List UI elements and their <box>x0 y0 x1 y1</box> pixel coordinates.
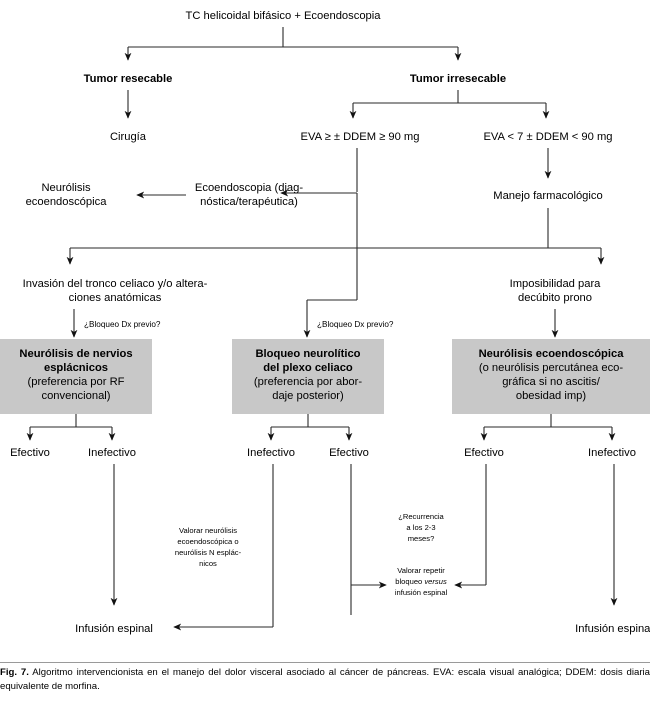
box-right-line1: Neurólisis ecoendoscópica <box>479 348 625 360</box>
node-imposibilidad-line1: Imposibilidad para <box>510 278 602 290</box>
outcome-left-a: Efectivo <box>10 447 50 459</box>
figure-caption-text: Algoritmo intervencionista en el manejo … <box>0 667 650 692</box>
node-imposibilidad-line2: decúbito prono <box>518 292 592 304</box>
valorar-repetir-line1: Valorar repetir <box>397 566 445 575</box>
label-bloqueo-dx-mid: ¿Bloqueo Dx previo? <box>317 320 394 329</box>
node-tumor-resecable-label: Tumor resecable <box>84 73 173 85</box>
valorar-neurolisis-line3: neurólisis N esplác- <box>175 548 242 557</box>
box-left-line1: Neurólisis de nervios <box>19 348 132 360</box>
node-eva-bajo-label: EVA < 7 ± DDEM < 90 mg <box>483 131 612 143</box>
label-bloqueo-dx-left: ¿Bloqueo Dx previo? <box>84 320 161 329</box>
box-right-shape <box>452 339 650 414</box>
node-manejo-farmacologico-label: Manejo farmacológico <box>493 190 602 202</box>
box-left-shape <box>0 339 152 414</box>
recurrencia-line1: ¿Recurrencia <box>398 512 444 521</box>
outcome-right-a: Efectivo <box>464 447 504 459</box>
outcome-right-b: Inefectivo <box>588 447 636 459</box>
box-left-line2: esplácnicos <box>44 362 108 374</box>
box-right-line4: obesidad imp) <box>516 390 587 402</box>
valorar-neurolisis-line2: ecoendoscópica o <box>177 537 238 546</box>
box-mid-line4: daje posterior) <box>272 390 344 402</box>
node-infusion-espinal-left: Infusión espinal <box>75 623 153 635</box>
recurrencia-line3: meses? <box>408 534 435 543</box>
box-left-line4: convencional) <box>41 390 110 402</box>
figure-caption: Fig. 7. Algoritmo intervencionista en el… <box>0 666 650 693</box>
box-right-line3: gráfica si no ascitis/ <box>502 376 601 388</box>
node-neurolisis-eco-line1: Neurólisis <box>41 182 91 194</box>
valorar-neurolisis-line4: nicos <box>199 559 217 568</box>
box-mid-shape <box>232 339 384 414</box>
valorar-neurolisis-line1: Valorar neurólisis <box>179 526 237 535</box>
node-ecoendoscopia-line1: Ecoendoscopia (diag- <box>195 182 303 194</box>
figure-number: Fig. 7. <box>0 667 29 678</box>
box-left-line3: (preferencia por RF <box>28 376 125 388</box>
outcome-mid-a: Inefectivo <box>247 447 295 459</box>
node-cirugia-label: Cirugía <box>110 131 147 143</box>
outcome-left-b: Inefectivo <box>88 447 136 459</box>
box-mid-line2: del plexo celiaco <box>263 362 353 374</box>
node-neurolisis-eco-line2: ecoendoscópica <box>26 196 108 208</box>
node-invasion-line2: ciones anatómicas <box>69 292 162 304</box>
node-invasion-line1: Invasión del tronco celiaco y/o altera- <box>23 278 208 290</box>
caption-divider <box>0 662 650 663</box>
node-infusion-espinal-right: Infusión espinal <box>575 623 650 635</box>
node-eva-alto-label: EVA ≥ ± DDEM ≥ 90 mg <box>301 131 420 143</box>
node-ecoendoscopia-line2: nóstica/terapéutica) <box>200 196 298 208</box>
node-tumor-irresecable-label: Tumor irresecable <box>410 73 506 85</box>
valorar-repetir-line3: infusión espinal <box>395 588 448 597</box>
outcome-mid-b: Efectivo <box>329 447 369 459</box>
box-mid-line3: (preferencia por abor- <box>254 376 362 388</box>
box-mid-line1: Bloqueo neurolítico <box>255 348 360 360</box>
valorar-repetir-line2: bloqueo versus <box>395 577 447 586</box>
box-right-line2: (o neurólisis percutánea eco- <box>479 362 624 374</box>
node-root-label: TC helicoidal bifásico + Ecoendoscopia <box>186 10 382 22</box>
recurrencia-line2: a los 2-3 <box>406 523 435 532</box>
